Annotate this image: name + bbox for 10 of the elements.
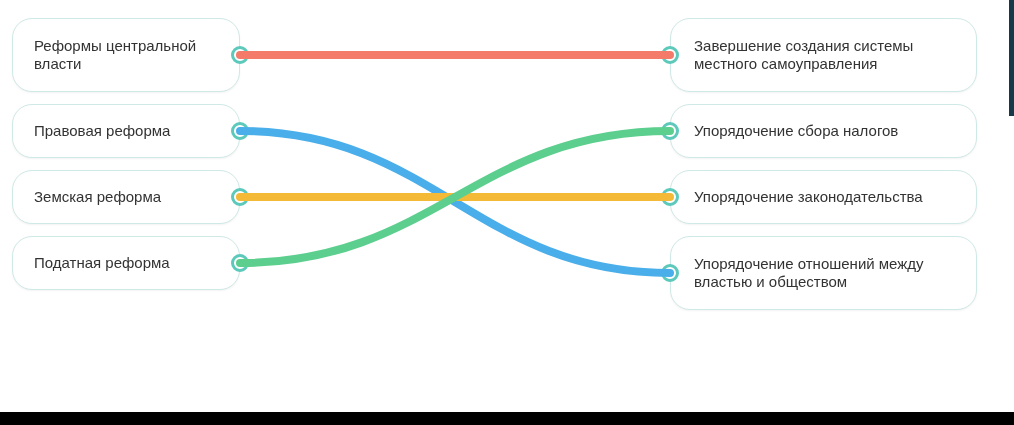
option-text: Упорядочение сбора налогов [694,122,899,140]
match-line [236,51,674,59]
match-line [236,193,674,201]
option-text: Упорядочение законодательства [694,188,923,206]
option-text: Завершение создания системы местного самоуправления [694,37,915,73]
option-text: Податная реформа [34,254,170,272]
option-text: Упорядочение отношений между властью и обществом [694,255,925,291]
option-text: Правовая реформа [34,122,171,140]
option-text: Реформы центральной власти [34,37,198,73]
option-text: Земская реформа [34,188,162,206]
